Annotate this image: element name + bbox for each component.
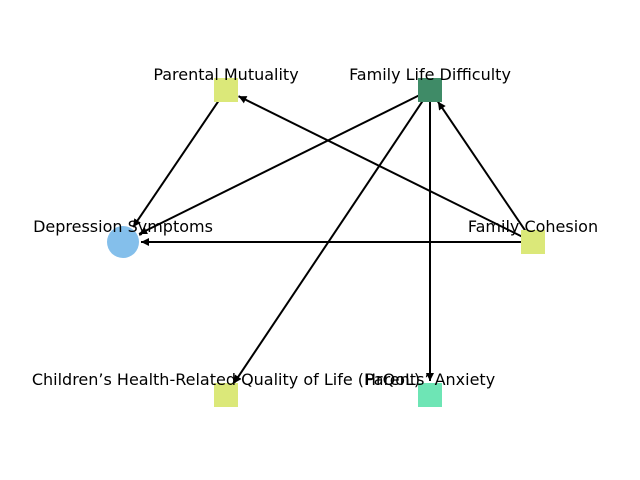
node-label-family-life-difficulty: Family Life Difficulty [349, 65, 511, 84]
node-parental-mutuality [214, 78, 238, 102]
node-label-depression-symptoms: Depression Symptoms [33, 217, 213, 236]
edge-family-cohesion-to-family-life-difficulty [437, 101, 530, 236]
node-label-parental-mutuality: Parental Mutuality [153, 65, 298, 84]
node-label-parents-anxiety: Parents’ Anxiety [365, 370, 495, 389]
edge-family-life-difficulty-to-children-hrqol [232, 96, 427, 384]
node-family-life-difficulty [418, 78, 442, 102]
node-label-children-hrqol: Children’s Health-Related Quality of Lif… [32, 370, 420, 389]
nodes [107, 78, 545, 407]
node-family-cohesion [521, 230, 545, 254]
node-label-family-cohesion: Family Cohesion [468, 217, 598, 236]
node-children-hrqol [214, 383, 238, 407]
node-labels: Parental Mutuality Family Life Difficulty… [32, 65, 598, 389]
edges [132, 92, 530, 384]
edge-family-cohesion-to-parental-mutuality [238, 95, 527, 240]
node-depression-symptoms [107, 226, 139, 258]
edge-family-life-difficulty-to-depression-symptoms [138, 92, 424, 235]
node-parents-anxiety [418, 383, 442, 407]
edge-parental-mutuality-to-depression-symptoms [132, 96, 223, 228]
